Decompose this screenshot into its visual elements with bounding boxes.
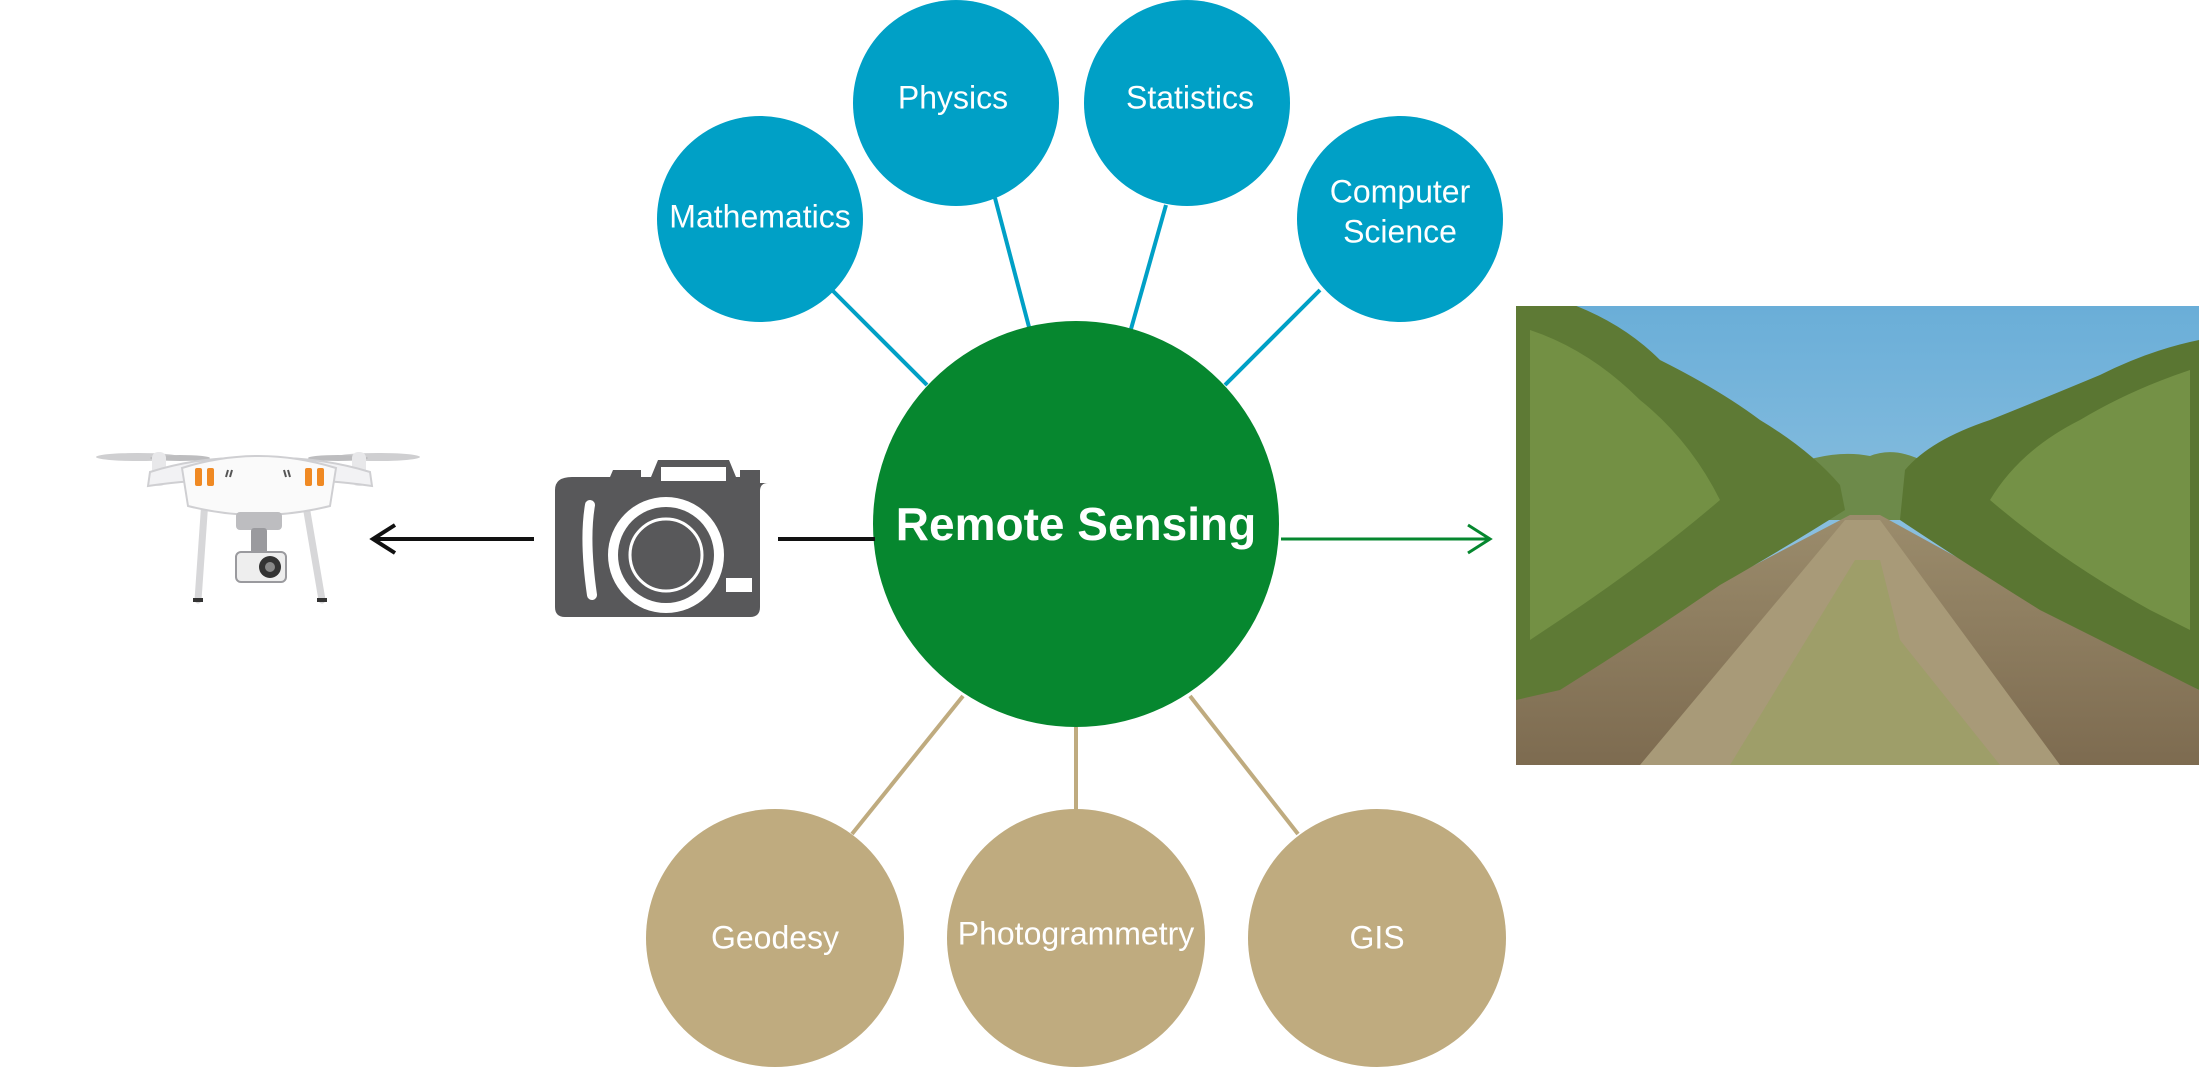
- connector-statistics: [1129, 204, 1168, 330]
- node-computer-science: Computer Science: [1297, 116, 1503, 322]
- drone-gimbal-lens-inner: [265, 562, 275, 572]
- top-connectors: [831, 197, 1322, 387]
- node-circle: [1084, 0, 1290, 206]
- node-circle: [646, 809, 904, 1067]
- node-mathematics: Mathematics: [657, 116, 863, 322]
- drone-stripe-left-1: [195, 468, 202, 486]
- node-circle: [657, 116, 863, 322]
- camera-badge: [726, 578, 752, 592]
- photo-trees-right-highlight: [1990, 370, 2190, 630]
- node-photogrammetry: Photogrammetry: [947, 809, 1205, 1067]
- drone-stripe-right-2: [317, 468, 324, 486]
- drone-body: [180, 455, 338, 516]
- drone-leg-right: [301, 496, 326, 604]
- node-label: Geodesy: [711, 919, 839, 955]
- node-circle: [1248, 809, 1506, 1067]
- camera-lens-inner: [628, 517, 704, 593]
- node-circle: [853, 0, 1059, 206]
- camera-icon: [555, 460, 768, 617]
- connector-gis: [1188, 694, 1300, 836]
- node-label-line-2: Science: [1343, 213, 1457, 249]
- node-gis: GIS: [1248, 809, 1506, 1067]
- center-label: Remote Sensing: [896, 498, 1256, 550]
- drone-gimbal-arm: [251, 528, 267, 554]
- node-geodesy: Geodesy: [646, 809, 904, 1067]
- connector-mathematics: [831, 289, 929, 387]
- drone-stripe-right-1: [305, 468, 312, 486]
- drone-vents: [225, 469, 291, 478]
- photo-trees-left-highlight: [1530, 330, 1720, 640]
- drone-gimbal-mount: [236, 512, 282, 530]
- node-label-line-1: Computer: [1330, 173, 1471, 209]
- connector-geodesy: [850, 694, 965, 836]
- node-circle: [947, 809, 1205, 1067]
- node-circle: [1297, 116, 1503, 322]
- node-physics: Physics: [853, 0, 1059, 206]
- camera-viewfinder: [661, 467, 726, 481]
- node-statistics: Statistics: [1084, 0, 1290, 206]
- node-label: Mathematics: [669, 198, 850, 234]
- center-circle: [873, 321, 1279, 727]
- right-arrow: [1281, 523, 1493, 555]
- connector-computer-science: [1223, 288, 1322, 387]
- left-arrow-head: [369, 523, 397, 555]
- drone-stripe-left-2: [207, 468, 214, 486]
- photo-grass: [1730, 560, 2000, 765]
- olive-orchard-photo: [1516, 306, 2199, 765]
- drone-icon: [96, 452, 420, 604]
- left-arrow: [369, 523, 534, 555]
- node-label: Statistics: [1126, 79, 1254, 115]
- connector-physics: [993, 197, 1031, 328]
- bottom-connectors: [850, 694, 1300, 836]
- node-remote-sensing: Remote Sensing: [873, 321, 1279, 727]
- node-label: Physics: [898, 79, 1008, 115]
- right-arrow-head: [1467, 523, 1493, 555]
- camera-grip: [582, 500, 597, 600]
- node-label: GIS: [1349, 919, 1404, 955]
- node-label: Photogrammetry: [958, 915, 1195, 951]
- drone-leg-left: [194, 496, 209, 604]
